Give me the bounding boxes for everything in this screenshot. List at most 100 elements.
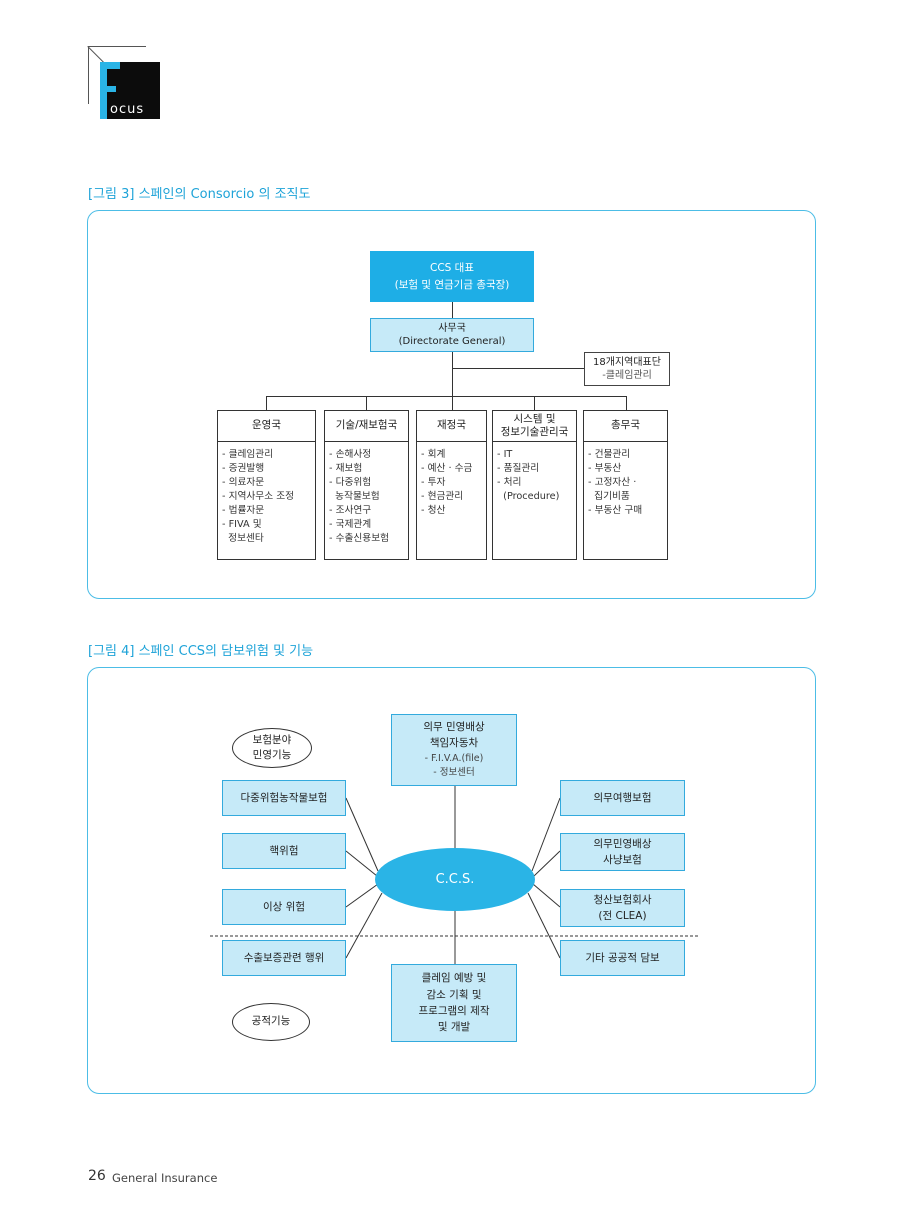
connector-line [527,892,561,959]
org-connector [452,302,453,318]
dept-general-affairs: 총무국 - 건물관리 - 부동산 - 고정자산 · 집기비품 - 부동산 구매 [583,410,668,560]
connector-line [345,883,379,908]
dept-item: 집기비품 [588,491,630,502]
directorate-general-box: 사무국 (Directorate General) [370,318,534,352]
org-connector [534,396,535,410]
right-coverage-box: 의무여행보험 [560,780,685,816]
org-connector [626,396,627,410]
left-coverage-box: 핵위험 [222,833,346,869]
dept-item: - 국제관계 [329,519,372,530]
org-connector [266,396,267,410]
dept-item: - IT [497,449,513,460]
right-coverage-box: 청산보험회사 (전 CLEA) [560,889,685,927]
dept-item: - 지역사무소 조정 [222,491,295,502]
focus-logo-text: ocus [110,102,145,117]
dept-item: - 회계 [421,449,446,460]
ccs-director-box: CCS 대표 (보험 및 연금기금 총국장) [370,251,534,302]
box-subitem: - 정보센터 [433,767,475,779]
connector-line [345,892,383,959]
dept-item: - 건물관리 [588,449,631,460]
box-line: 감소 기획 및 [426,988,482,1001]
dept-systems-it: 시스템 및 정보기술관리국 - IT - 품질관리 - 처리 (Procedur… [492,410,577,560]
regional-offices-title: 18개지역대표단 [593,357,661,368]
private-function-label: 보험분야 민영기능 [232,728,312,768]
dept-head: 운영국 [218,411,315,442]
directorate-general-subtitle: (Directorate General) [398,336,506,347]
connector-line [532,883,561,908]
box-line: 기타 공공적 담보 [585,951,660,964]
box-line: 의무여행보험 [593,791,652,804]
dept-item: - 처리 [497,477,522,488]
left-coverage-box: 수출보증관련 행위 [222,940,346,976]
box-line: 의무 민영배상 [423,721,485,734]
dept-operations: 운영국 - 클레임관리 - 증권발행 - 의료자문 - 지역사무소 조정 - 법… [217,410,316,560]
connector-line [345,797,379,872]
dept-item: - 재보험 [329,463,363,474]
directorate-general-title: 사무국 [438,322,466,334]
dept-item: - 수출신용보험 [329,533,390,544]
right-coverage-box: 기타 공공적 담보 [560,940,685,976]
ccs-director-title: CCS 대표 [430,262,474,275]
dept-head-line: 정보기술관리국 [500,426,569,438]
box-line: 의무민영배상 [593,837,652,850]
dept-head: 재정국 [417,411,486,442]
dept-item: - 증권발행 [222,463,265,474]
dept-item: - 투자 [421,477,446,488]
dept-item: - 부동산 [588,463,622,474]
focus-logo-letter [100,62,120,119]
dept-item: - 다중위험 [329,477,372,488]
box-line: 클레임 예방 및 [421,972,487,985]
org-connector [452,368,584,369]
regional-offices-subtitle: -클레임관리 [602,370,652,381]
ccs-center-oval: C.C.S. [375,848,535,911]
left-coverage-box: 다중위험농작물보험 [222,780,346,816]
logo-rule [88,46,146,47]
org-connector [366,396,367,410]
dept-finance: 재정국 - 회계 - 예산 · 수금 - 투자 - 현금관리 - 청산 [416,410,487,560]
dept-item: - 손해사정 [329,449,372,460]
box-subitem: - F.I.V.A.(file) [424,752,484,764]
dept-item: - 부동산 구매 [588,505,643,516]
connector-line [533,850,561,877]
private-function-line: 보험분야 [252,733,292,746]
private-function-line: 민영기능 [252,749,292,761]
dept-item: (Procedure) [497,491,560,502]
page-number: 26 [88,1168,106,1184]
dept-technical-reinsurance: 기술/재보험국 - 손해사정 - 재보험 - 다중위험 농작물보험 - 조사연구… [324,410,409,560]
right-coverage-box: 의무민영배상 사냥보험 [560,833,685,871]
dept-item: - 현금관리 [421,491,464,502]
dept-head: 기술/재보험국 [325,411,408,442]
org-connector [452,396,453,410]
public-function-label: 공적기능 [232,1003,310,1041]
figure3-caption: [그림 3] 스페인의 Consorcio 의 조직도 [88,187,311,202]
dept-item: - 품질관리 [497,463,540,474]
figure4-caption: [그림 4] 스페인 CCS의 담보위험 및 기능 [88,644,314,659]
dept-item: 정보센타 [222,533,264,544]
box-line: 프로그램의 제작 [418,1005,490,1017]
left-coverage-box: 이상 위험 [222,889,346,925]
claim-prevention-box: 클레임 예방 및 감소 기획 및 프로그램의 제작 및 개발 [391,964,517,1042]
dept-head-line: 시스템 및 [513,412,556,425]
connector-line [345,850,378,877]
publication-title: General Insurance [112,1171,218,1185]
box-line: 및 개발 [437,1021,471,1034]
dept-item: - FIVA 및 [222,519,262,530]
dept-item: - 조사연구 [329,505,372,516]
dept-item: - 클레임관리 [222,449,274,460]
box-line: 사냥보험 [603,854,642,866]
logo-rule [88,46,89,104]
mandatory-auto-liability-box: 의무 민영배상 책임자동차 - F.I.V.A.(file) - 정보센터 [391,714,517,786]
dept-head: 시스템 및 정보기술관리국 [493,411,576,442]
dept-item: - 의료자문 [222,477,265,488]
org-connector [452,352,453,396]
ccs-director-subtitle: (보험 및 연금기금 총국장) [394,278,510,291]
dept-head: 총무국 [584,411,667,442]
dept-item: - 법률자문 [222,505,265,516]
dept-item: - 청산 [421,505,446,516]
dept-item: - 고정자산 · [588,477,637,488]
box-line: 청산보험회사 [593,893,652,906]
dept-item: - 예산 · 수금 [421,463,473,474]
org-connector [266,396,626,397]
dept-item: 농작물보험 [329,491,380,502]
